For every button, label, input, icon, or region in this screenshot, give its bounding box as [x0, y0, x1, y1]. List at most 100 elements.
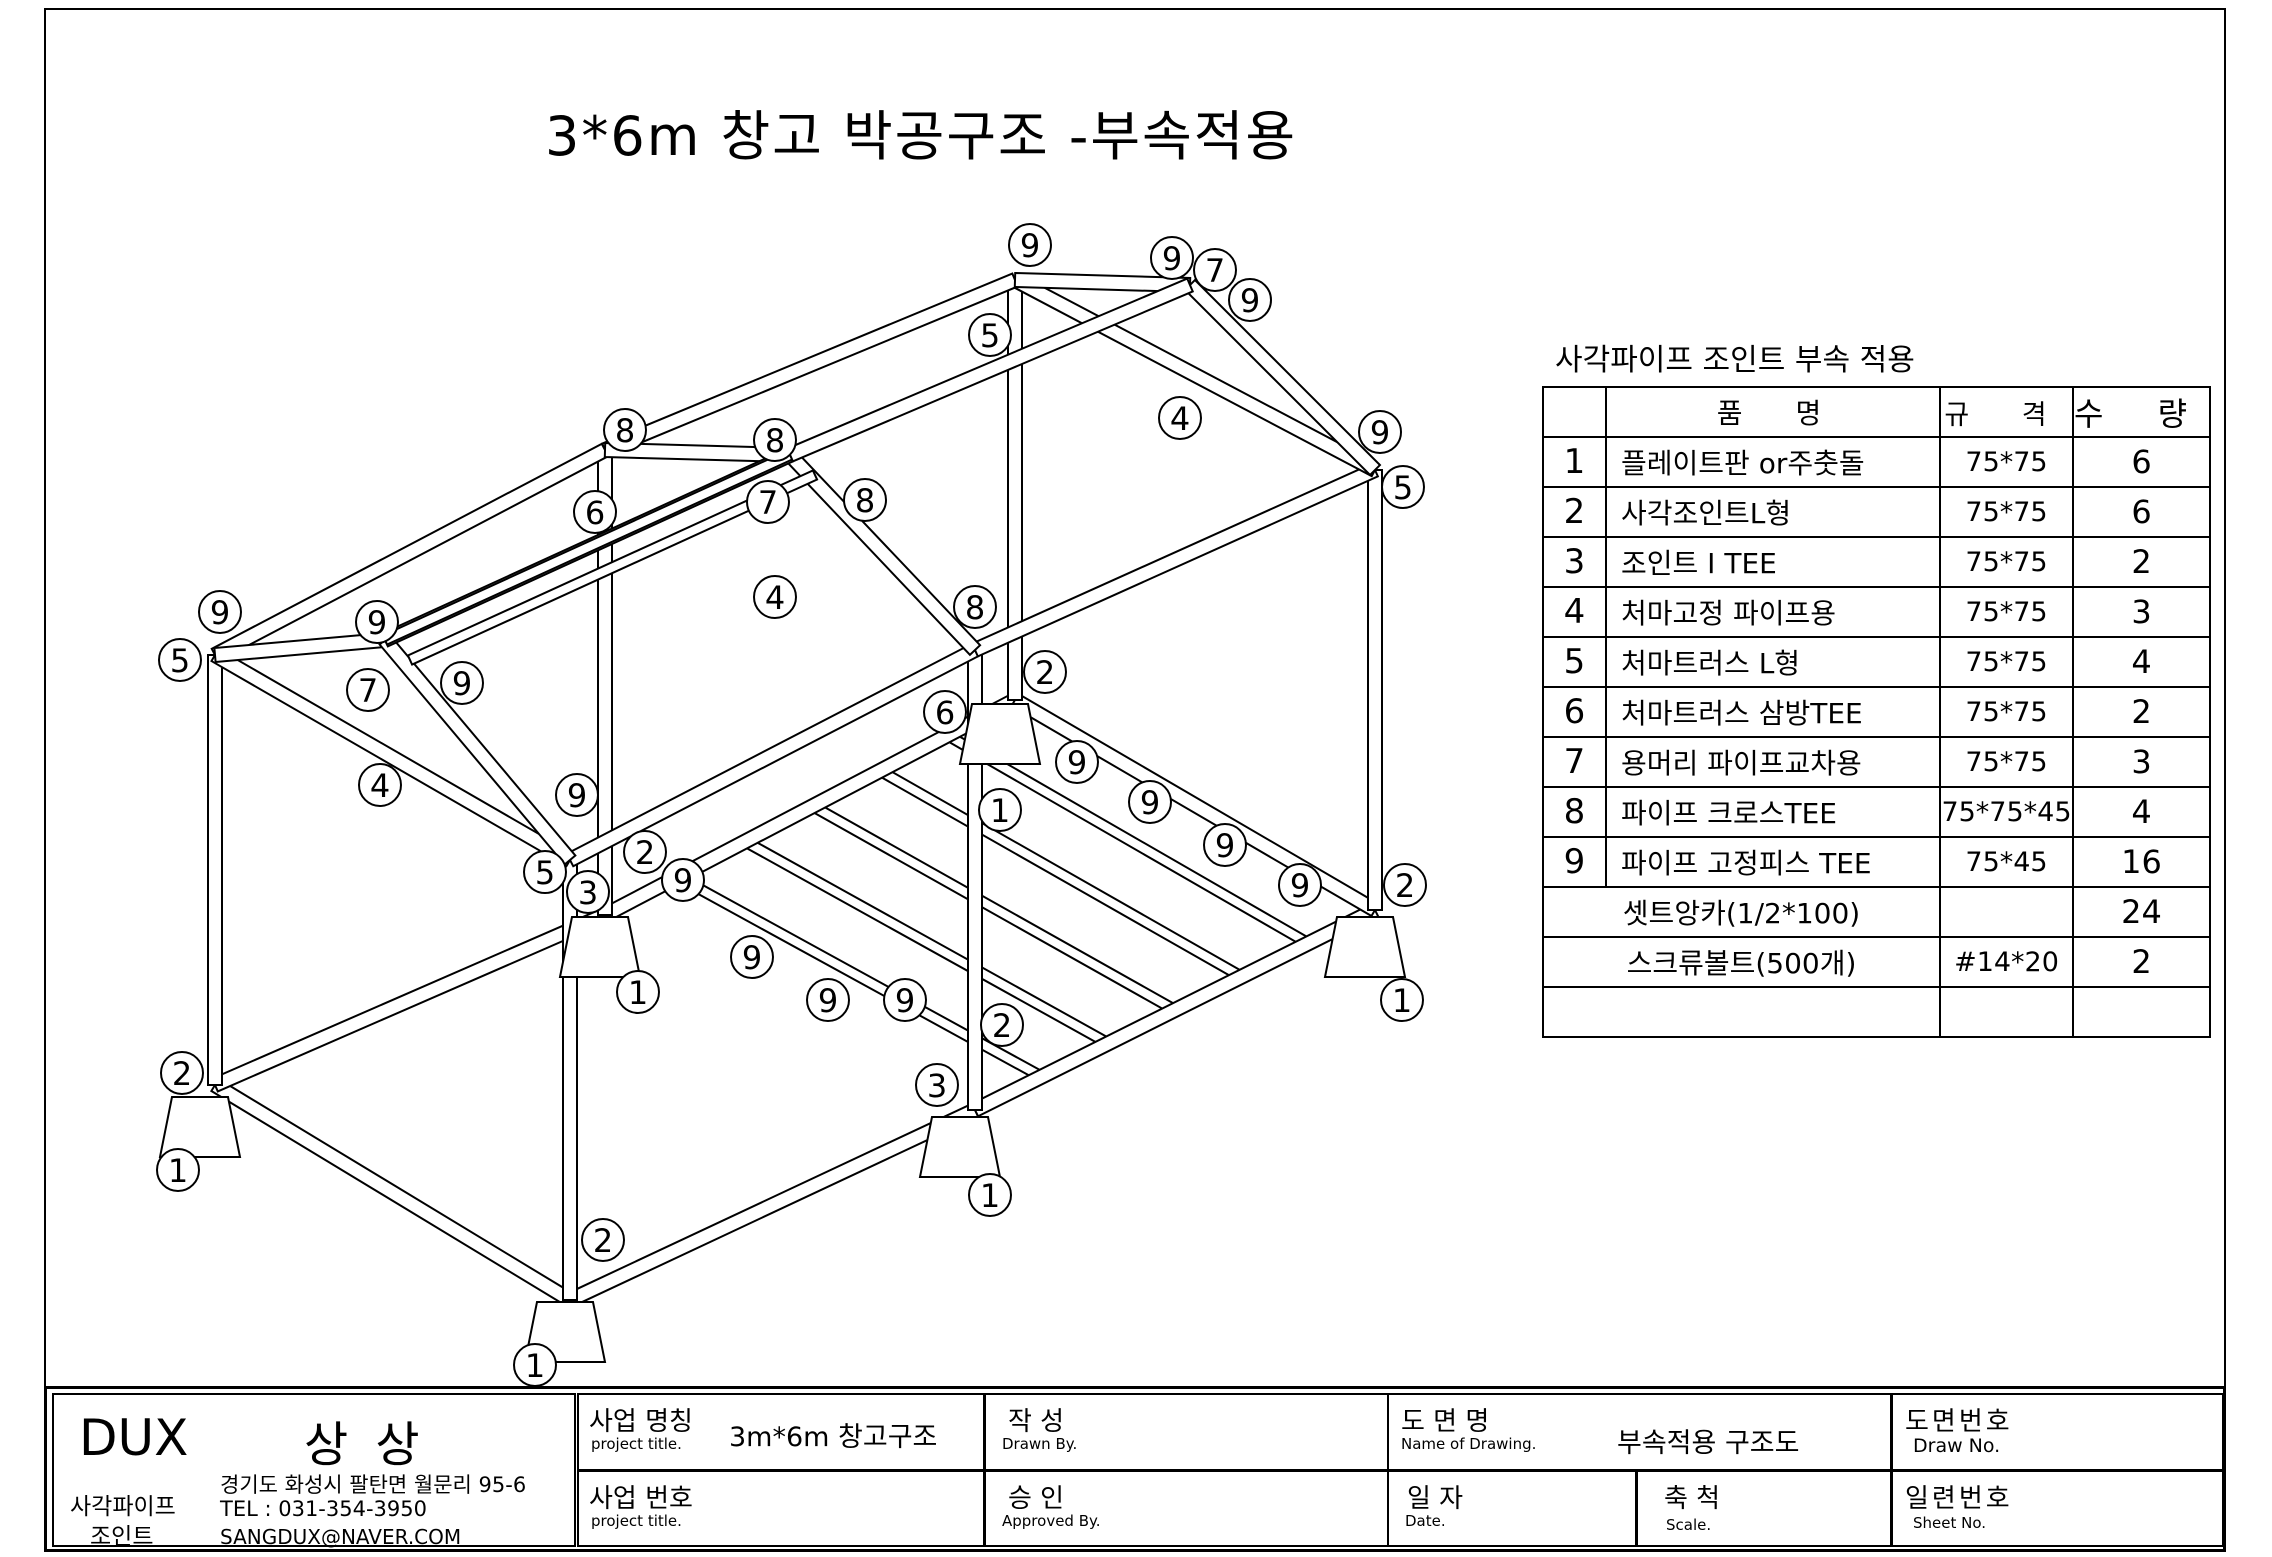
- part-no: 7: [1542, 736, 1607, 788]
- drawn-by-sub: Drawn By.: [1002, 1435, 1078, 1453]
- callout-circle: [1228, 278, 1272, 322]
- callout-balloon: 1: [978, 788, 1022, 832]
- callout-balloon: 8: [753, 418, 797, 462]
- frame-member: [210, 1077, 575, 1308]
- callout-number: 1: [980, 1177, 1000, 1215]
- frame-member: [601, 272, 1019, 458]
- callout-balloon: 9: [730, 935, 774, 979]
- extra-item-qty: [2071, 986, 2212, 1038]
- part-spec: 75*75: [1939, 736, 2074, 788]
- part-spec: 75*75: [1939, 436, 2074, 488]
- project-title-sub: project title.: [591, 1435, 682, 1453]
- draw-no-sub: Draw No.: [1913, 1435, 2001, 1457]
- callout-balloon: 9: [1150, 236, 1194, 280]
- callout-balloon: 3: [915, 1063, 959, 1107]
- callout-number: 2: [593, 1222, 613, 1260]
- part-no: 1: [1542, 436, 1607, 488]
- sheet-no-label: 일련번호: [1905, 1484, 2013, 1514]
- date-sub: Date.: [1405, 1512, 1446, 1530]
- callout-balloon: 6: [573, 490, 617, 534]
- company-name: 상 상: [304, 1417, 426, 1473]
- callout-circle: [746, 480, 790, 524]
- callout-circle: [358, 763, 402, 807]
- callout-number: 7: [758, 484, 778, 522]
- callout-circle: [806, 978, 850, 1022]
- callout-circle: [555, 773, 599, 817]
- drawing-name-sub: Name of Drawing.: [1401, 1435, 1537, 1453]
- callout-balloon: 9: [1228, 278, 1272, 322]
- callout-number: 9: [818, 982, 838, 1020]
- callout-balloon: 2: [1023, 650, 1067, 694]
- callout-circle: [440, 661, 484, 705]
- callout-number: 9: [1067, 744, 1087, 782]
- company-tel: TEL : 031-354-3950: [220, 1497, 427, 1521]
- callout-number: 7: [1205, 252, 1225, 290]
- callout-circle: [573, 490, 617, 534]
- callout-balloon: 7: [346, 668, 390, 712]
- callout-number: 5: [170, 642, 190, 680]
- callout-balloon: 5: [968, 313, 1012, 357]
- callout-balloon: 5: [1381, 465, 1425, 509]
- callout-number: 9: [1215, 827, 1235, 865]
- table-row: [1542, 986, 2212, 1038]
- company-sub-1: 사각파이프: [70, 1494, 176, 1520]
- frame-member: [381, 449, 794, 646]
- callout-balloon: 9: [555, 773, 599, 817]
- callout-number: 1: [990, 792, 1010, 830]
- callout-circle: [523, 850, 567, 894]
- part-no: 2: [1542, 486, 1607, 538]
- draw-no-cell: 도면번호 Draw No.: [1891, 1393, 2224, 1471]
- callout-number: 7: [358, 672, 378, 710]
- callout-circle: [730, 935, 774, 979]
- part-spec: 75*75: [1939, 636, 2074, 688]
- callout-number: 3: [578, 874, 598, 912]
- callout-number: 2: [172, 1055, 192, 1093]
- callout-number: 1: [525, 1347, 545, 1385]
- part-name: 처마고정 파이프용: [1605, 586, 1941, 638]
- approved-by-cell: 승 인 Approved By.: [984, 1470, 1389, 1547]
- callout-number: 9: [367, 604, 387, 642]
- extra-item-name: 셋트앙카(1/2*100): [1542, 886, 1941, 938]
- callout-circle: [968, 1173, 1012, 1217]
- callout-circle: [923, 690, 967, 734]
- company-cell: DUX 상 상 사각파이프 조인트 경기도 화성시 팔탄면 월문리 95-6 T…: [52, 1393, 576, 1550]
- callout-balloon: 2: [581, 1218, 625, 1262]
- date-cell: 일 자 Date.: [1387, 1470, 1637, 1547]
- drawing-name-label: 도 면 명: [1401, 1407, 1490, 1437]
- callout-circle: [1278, 863, 1322, 907]
- callout-balloon: 5: [158, 638, 202, 682]
- callout-balloon: 9: [1358, 410, 1402, 454]
- callout-balloon: 9: [198, 590, 242, 634]
- callout-balloon: 9: [440, 661, 484, 705]
- frame-member: [785, 277, 1195, 463]
- callout-number: 2: [635, 834, 655, 872]
- callout-number: 9: [1020, 227, 1040, 265]
- project-no-sub: project title.: [591, 1512, 682, 1530]
- callout-circle: [198, 590, 242, 634]
- callout-number: 8: [615, 412, 635, 450]
- callout-circle: [156, 1148, 200, 1192]
- callout-balloon: 2: [623, 830, 667, 874]
- part-spec: 75*75: [1939, 686, 2074, 738]
- part-name: 파이프 고정피스 TEE: [1605, 836, 1941, 888]
- drawn-by-label: 작 성: [1008, 1407, 1065, 1437]
- callout-number: 2: [1395, 867, 1415, 905]
- frame-member: [207, 654, 223, 1086]
- part-qty: 6: [2071, 486, 2212, 538]
- callout-circle: [1150, 236, 1194, 280]
- callout-number: 6: [935, 694, 955, 732]
- extra-item-spec: [1939, 886, 2074, 938]
- callout-number: 9: [567, 777, 587, 815]
- table-row: 셋트앙카(1/2*100)24: [1542, 886, 2212, 938]
- callout-balloon: 7: [746, 480, 790, 524]
- callout-number: 9: [673, 862, 693, 900]
- project-title-label: 사업 명칭: [589, 1407, 693, 1437]
- callout-circle: [566, 870, 610, 914]
- part-spec: 75*75: [1939, 486, 2074, 538]
